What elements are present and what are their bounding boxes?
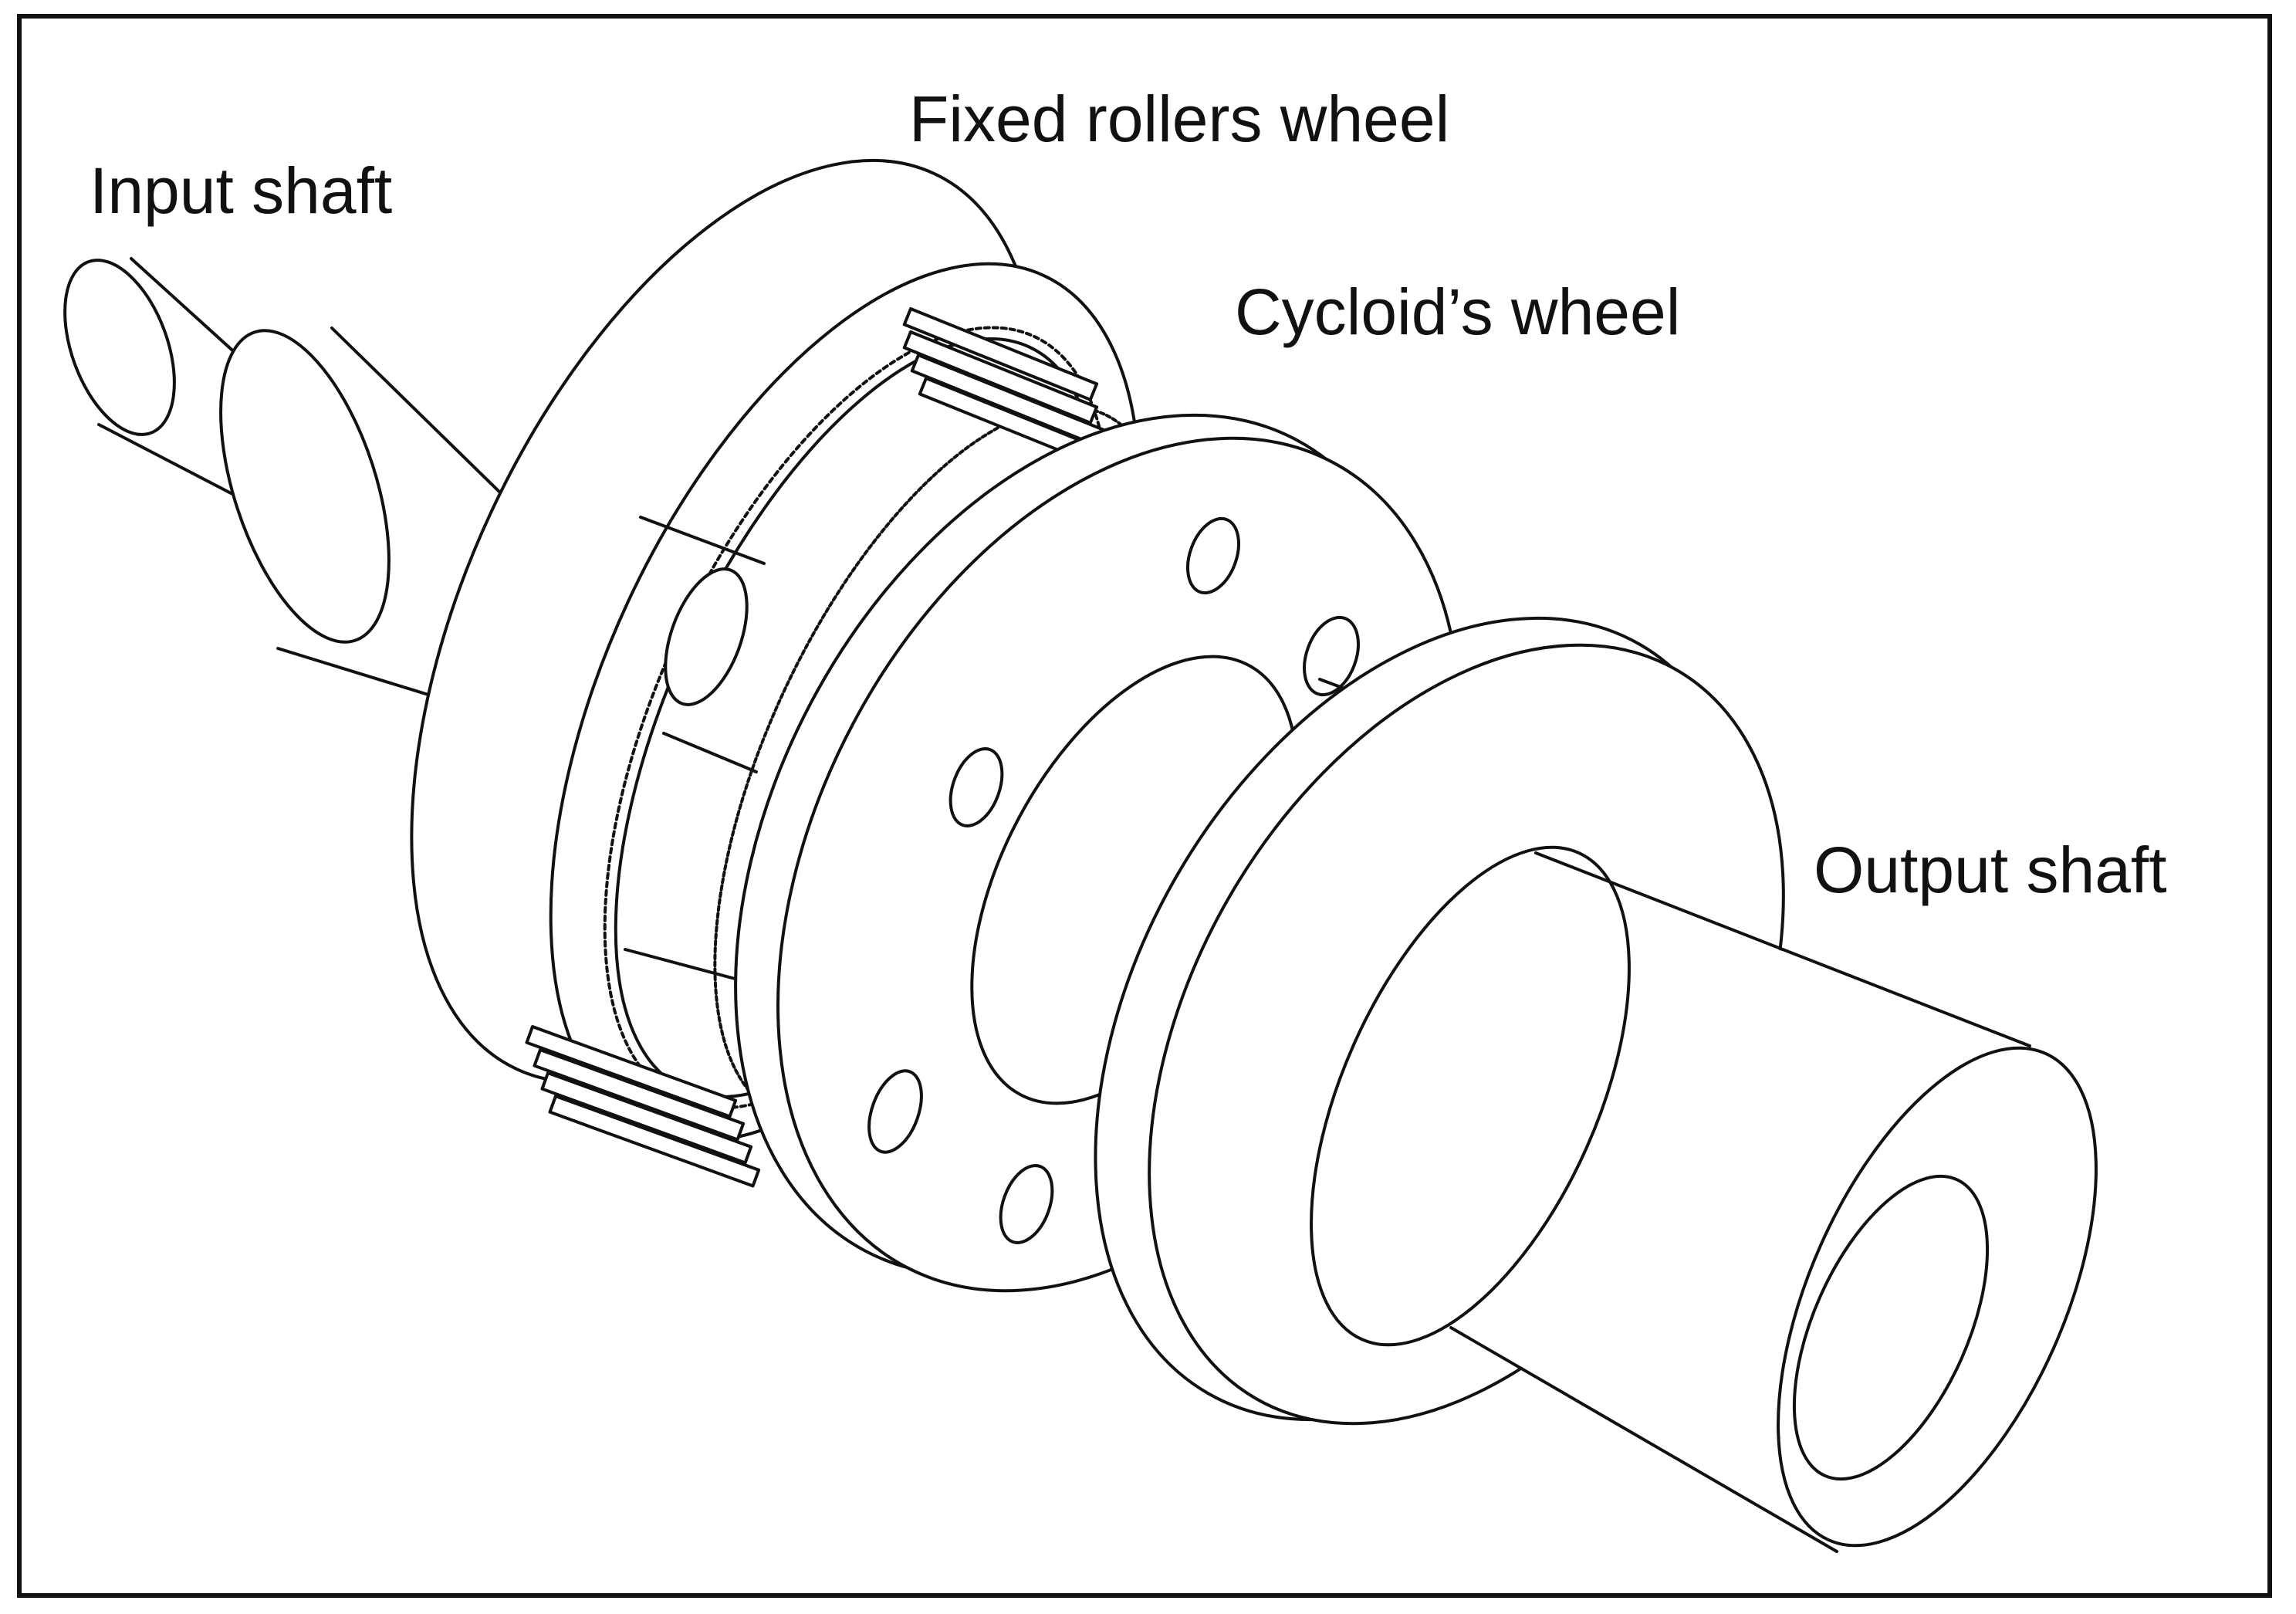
output-shaft: [1094, 616, 2098, 1553]
rollers-top: [902, 306, 1114, 471]
input-shaft-label: Input shaft: [90, 154, 393, 227]
figure-frame: [17, 14, 2272, 1598]
rollers-bottom: [525, 1024, 761, 1188]
cycloid-wheel-label: Cycloid’s wheel: [1235, 276, 1681, 348]
output-shaft-label: Output shaft: [1814, 834, 2167, 906]
cycloid-hole-3: [948, 747, 1004, 827]
cycloid-hole-2: [1303, 615, 1360, 697]
cycloid-hole-5: [999, 1164, 1054, 1244]
input-shaft: [63, 257, 503, 712]
fixed-rollers-wheel-label: Fixed rollers wheel: [909, 83, 1450, 155]
cycloid-hole-4: [867, 1069, 923, 1154]
cycloid-hole-1: [1186, 516, 1240, 595]
